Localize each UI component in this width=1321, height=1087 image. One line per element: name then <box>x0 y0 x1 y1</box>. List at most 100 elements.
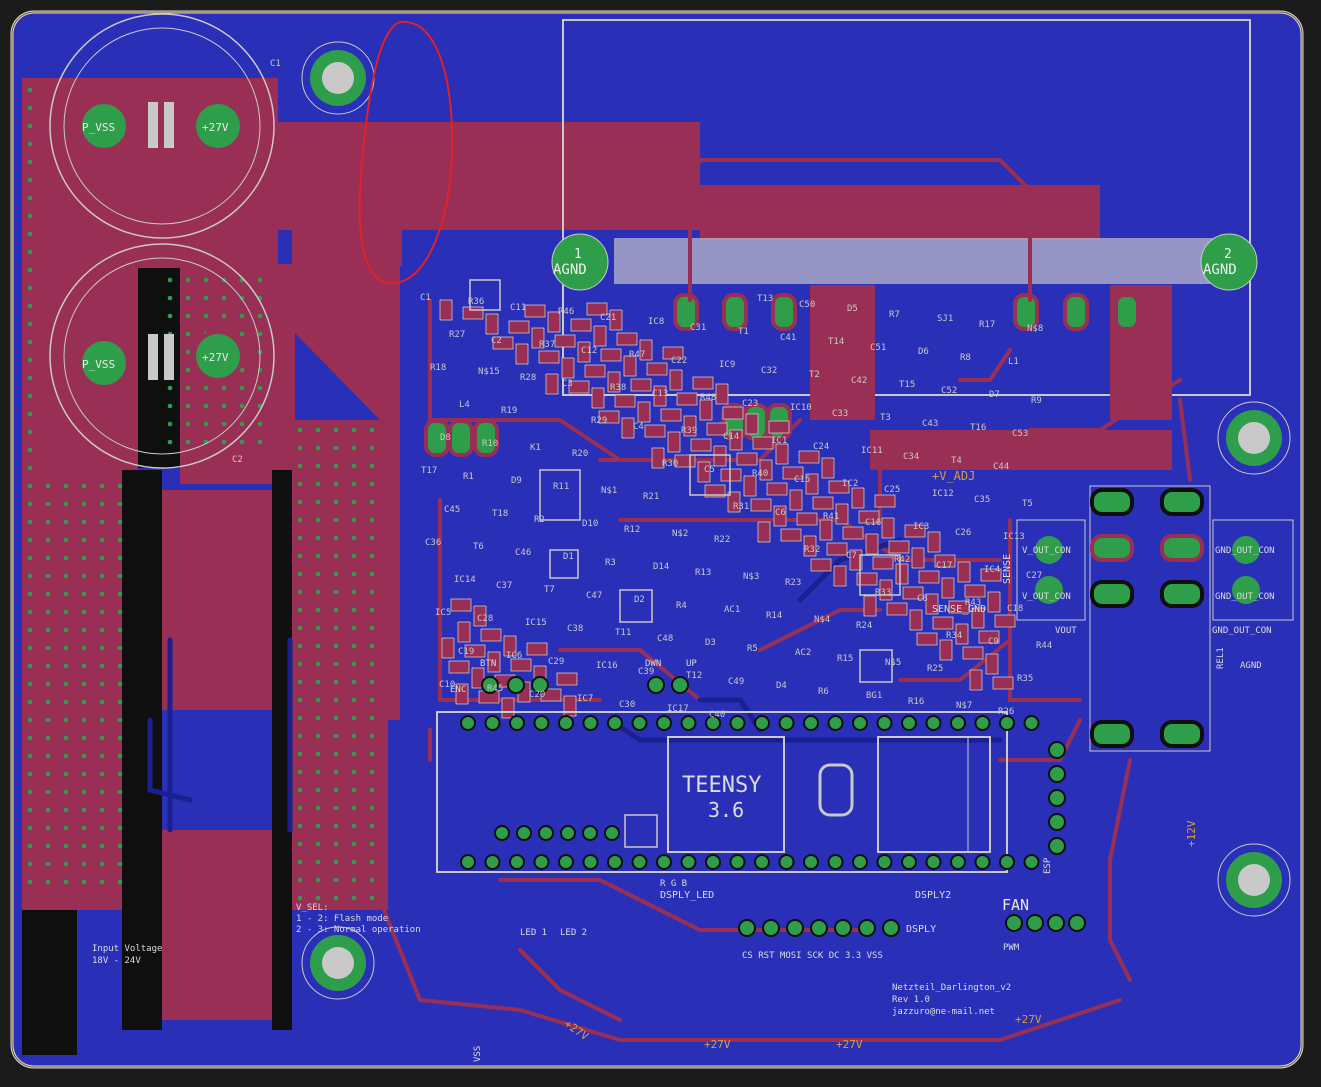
smd-part <box>798 450 820 464</box>
header-pin <box>538 825 554 841</box>
transistor-pad <box>1013 293 1039 331</box>
via <box>117 483 123 489</box>
via <box>27 771 33 777</box>
refdes-r40: R40 <box>752 469 768 479</box>
via <box>369 841 375 847</box>
refdes-c41: C41 <box>780 333 796 343</box>
header-pin <box>974 854 991 870</box>
header-pin <box>999 854 1015 870</box>
refdes-c6: C6 <box>775 508 786 518</box>
smd-part <box>584 364 606 378</box>
board-edge <box>11 11 1303 1068</box>
via <box>315 571 321 577</box>
vout-con-1: V_OUT_CON <box>1022 546 1071 556</box>
via <box>221 421 227 427</box>
via <box>369 697 375 703</box>
via <box>297 499 303 505</box>
smd-part <box>775 443 789 465</box>
refdes-ic15: IC15 <box>525 618 547 628</box>
refdes-c36: C36 <box>425 538 441 548</box>
refdes-ic1: IC1 <box>771 436 787 446</box>
via <box>99 501 105 507</box>
via <box>351 589 357 595</box>
refdes-r18: R18 <box>430 363 446 373</box>
refdes-c10: C10 <box>439 680 455 690</box>
smd-part <box>752 436 774 450</box>
via <box>27 663 33 669</box>
refdes-c14: C14 <box>723 432 739 442</box>
smd-part <box>812 496 834 510</box>
refdes-sj1: SJ1 <box>937 314 953 324</box>
refdes-c37: C37 <box>496 581 512 591</box>
header-pin <box>778 715 795 731</box>
via <box>333 769 339 775</box>
smd-part <box>697 461 711 483</box>
via <box>27 807 33 813</box>
header-pin <box>509 854 525 870</box>
label-c1: C1 <box>270 59 281 69</box>
email: jazzuro@ne-mail.net <box>892 1007 995 1017</box>
header-pin <box>484 715 501 731</box>
via <box>63 753 69 759</box>
smd-part <box>796 512 818 526</box>
via <box>99 699 105 705</box>
via <box>185 295 191 301</box>
smd-part <box>805 473 819 495</box>
smd-part <box>591 387 605 409</box>
refdes-c19: C19 <box>458 647 474 657</box>
header-pin <box>1023 854 1040 870</box>
smd-part <box>957 561 971 583</box>
via <box>63 555 69 561</box>
via <box>45 771 51 777</box>
via <box>27 789 33 795</box>
refdes-c32: C32 <box>761 366 777 376</box>
refdes-r15: R15 <box>837 654 853 664</box>
refdes-c27: C27 <box>1026 571 1042 581</box>
via <box>63 717 69 723</box>
refdes-d3: D3 <box>705 638 716 648</box>
via <box>27 843 33 849</box>
refdes-c28: C28 <box>477 614 493 624</box>
header-pin <box>729 854 746 870</box>
refdes-r25: R25 <box>927 664 943 674</box>
smd-part <box>439 299 453 321</box>
annotation-circle <box>358 20 454 285</box>
via <box>45 555 51 561</box>
via <box>81 717 87 723</box>
via <box>369 625 375 631</box>
via <box>351 535 357 541</box>
refdes-n8: N$8 <box>1027 324 1043 334</box>
header-pin <box>533 854 550 870</box>
refdes-t1: T1 <box>738 327 749 337</box>
via <box>297 787 303 793</box>
smd-part <box>962 646 984 660</box>
refdes-ic5: IC5 <box>435 608 451 618</box>
btn-label: BTN <box>480 659 496 669</box>
refdes-c1: C1 <box>420 293 431 303</box>
via <box>99 681 105 687</box>
refdes-ic2: IC2 <box>842 479 858 489</box>
header-pin <box>810 919 828 937</box>
smd-part <box>441 637 455 659</box>
smd-part <box>803 535 817 557</box>
refdes-r37: R37 <box>539 340 555 350</box>
via <box>45 645 51 651</box>
refdes-d9: D9 <box>511 476 522 486</box>
via <box>369 643 375 649</box>
via <box>99 843 105 849</box>
via <box>185 349 191 355</box>
via <box>297 733 303 739</box>
smd-part <box>833 565 847 587</box>
via <box>239 331 245 337</box>
trace-top <box>898 638 1012 682</box>
header-pin <box>516 825 532 841</box>
via <box>333 859 339 865</box>
refdes-d8: D8 <box>440 433 451 443</box>
header-pin <box>1023 715 1040 731</box>
header-pin <box>460 715 476 731</box>
plus27v-bottom-2: +27V <box>704 1038 731 1051</box>
smd-part <box>759 459 773 481</box>
via <box>63 627 69 633</box>
trace-top <box>1108 758 1132 982</box>
refdes-c8: C8 <box>917 594 928 604</box>
